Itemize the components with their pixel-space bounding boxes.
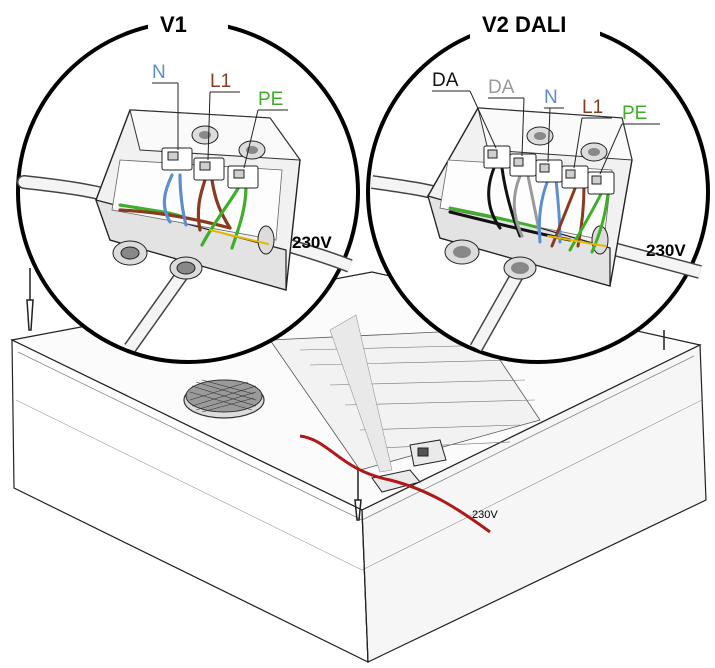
inset-v2-terminal-da-1: DA xyxy=(432,70,459,91)
inset-v1-terminal-n: N xyxy=(152,62,166,83)
inset-v2-dali: V2 DALI xyxy=(366,8,710,364)
suspension-hooks xyxy=(26,268,665,521)
inset-v1-terminal-pe: PE xyxy=(258,89,283,110)
inset-v2-terminal-pe: PE xyxy=(622,103,647,124)
inset-v1-title: V1 xyxy=(160,12,187,37)
detail-callout xyxy=(329,314,393,473)
inset-v2-terminal-n: N xyxy=(544,87,558,108)
vent-grille xyxy=(183,379,265,419)
inset-v1: V1 xyxy=(16,8,360,364)
inset-v2-voltage: 230V xyxy=(646,241,686,260)
inset-v2-title: V2 DALI xyxy=(482,12,566,37)
inset-v1-voltage: 230V xyxy=(292,233,332,252)
supply-cable-label: 230V xyxy=(472,509,498,521)
inset-v2-terminal-l1: L1 xyxy=(582,97,603,118)
inset-v2-terminal-da-2: DA xyxy=(488,77,515,98)
supply-cable xyxy=(299,434,491,534)
inset-v1-terminal-l1: L1 xyxy=(210,71,231,92)
